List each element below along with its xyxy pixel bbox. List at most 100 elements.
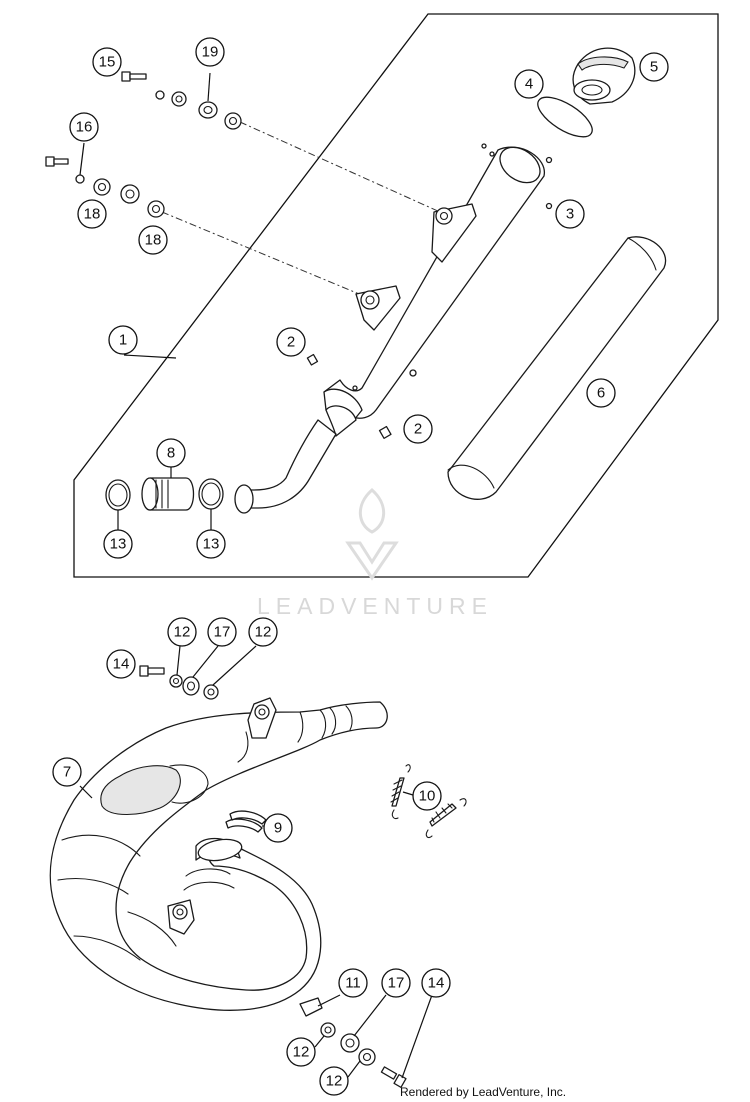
rivet bbox=[409, 369, 417, 377]
callout-2-upper: 2 bbox=[276, 327, 306, 357]
svg-text:17: 17 bbox=[388, 975, 405, 992]
callout-9: 9 bbox=[263, 813, 293, 843]
svg-text:12: 12 bbox=[326, 1073, 343, 1090]
callout-11: 11 bbox=[338, 968, 368, 998]
rubber-grommet-inner bbox=[203, 105, 213, 115]
callout-15: 15 bbox=[92, 47, 122, 77]
svg-text:2: 2 bbox=[414, 421, 422, 438]
washer-inner bbox=[175, 95, 183, 103]
rivet bbox=[352, 385, 358, 391]
small-washer bbox=[155, 90, 165, 100]
callout-8: 8 bbox=[156, 438, 186, 468]
leader-line bbox=[353, 994, 387, 1037]
leader-line bbox=[79, 142, 85, 176]
screw bbox=[306, 353, 319, 366]
connector-sleeve bbox=[141, 477, 195, 511]
callout-4: 4 bbox=[514, 69, 544, 99]
callout-17-b: 17 bbox=[381, 968, 411, 998]
washer bbox=[93, 178, 111, 196]
callout-12-c: 12 bbox=[286, 1037, 316, 1067]
svg-text:14: 14 bbox=[113, 656, 130, 673]
callout-12-a: 12 bbox=[167, 617, 197, 647]
svg-text:11: 11 bbox=[345, 975, 361, 992]
footer-credit: Rendered by LeadVenture, Inc. bbox=[400, 1085, 567, 1099]
callout-18-lower: 18 bbox=[138, 225, 168, 255]
washer-inner bbox=[172, 677, 180, 685]
svg-text:8: 8 bbox=[167, 445, 175, 462]
washer-inner bbox=[97, 182, 107, 192]
leader-line bbox=[401, 994, 433, 1079]
leader-line bbox=[314, 1035, 325, 1048]
exhaust-spring bbox=[425, 798, 467, 839]
rubber-grommet bbox=[198, 101, 218, 119]
leader-line bbox=[176, 645, 181, 676]
svg-text:1: 1 bbox=[119, 332, 127, 349]
washer bbox=[171, 91, 187, 107]
callout-13-left: 13 bbox=[103, 529, 133, 559]
washer bbox=[320, 1022, 336, 1038]
leader-line bbox=[192, 645, 219, 678]
svg-text:12: 12 bbox=[293, 1044, 310, 1061]
rubber-grommet bbox=[340, 1033, 360, 1053]
svg-text:7: 7 bbox=[63, 764, 71, 781]
rivet bbox=[481, 143, 487, 149]
svg-text:15: 15 bbox=[99, 54, 116, 71]
leader-line bbox=[123, 354, 177, 359]
svg-text:14: 14 bbox=[428, 975, 445, 992]
callout-14-b: 14 bbox=[421, 968, 451, 998]
washer bbox=[203, 684, 219, 700]
bolt bbox=[121, 71, 147, 82]
screw bbox=[378, 425, 392, 439]
svg-text:13: 13 bbox=[110, 536, 127, 553]
rivet bbox=[489, 151, 495, 157]
washer bbox=[224, 112, 242, 130]
washer-inner bbox=[207, 688, 215, 696]
svg-text:9: 9 bbox=[274, 820, 282, 837]
rubber-grommet bbox=[182, 676, 200, 696]
svg-text:4: 4 bbox=[525, 76, 533, 93]
leader-line bbox=[212, 645, 257, 686]
svg-text:18: 18 bbox=[84, 206, 101, 223]
callout-10: 10 bbox=[412, 781, 442, 811]
svg-text:18: 18 bbox=[145, 232, 162, 249]
svg-text:5: 5 bbox=[650, 59, 658, 76]
svg-text:17: 17 bbox=[214, 624, 231, 641]
rivet bbox=[545, 156, 553, 164]
clip-nut bbox=[299, 997, 323, 1017]
silencer-sleeve bbox=[447, 236, 667, 500]
callout-6: 6 bbox=[586, 378, 616, 408]
svg-text:13: 13 bbox=[203, 536, 220, 553]
bolt bbox=[380, 1066, 407, 1088]
washer bbox=[147, 200, 165, 218]
callout-18-upper: 18 bbox=[77, 199, 107, 229]
callout-16: 16 bbox=[69, 112, 99, 142]
bolt bbox=[139, 665, 165, 677]
rubber-grommet-inner bbox=[186, 681, 196, 691]
callout-14-a: 14 bbox=[106, 649, 136, 679]
washer-inner bbox=[151, 204, 161, 214]
o-ring bbox=[537, 96, 593, 138]
callout-1: 1 bbox=[108, 325, 138, 355]
bolt bbox=[45, 156, 69, 167]
callout-7: 7 bbox=[52, 757, 82, 787]
callout-13-right: 13 bbox=[196, 529, 226, 559]
svg-text:10: 10 bbox=[419, 788, 436, 805]
callout-2-lower: 2 bbox=[403, 414, 433, 444]
seal-ring-right-inner bbox=[201, 482, 221, 506]
callout-12-d: 12 bbox=[319, 1066, 349, 1096]
svg-text:12: 12 bbox=[174, 624, 191, 641]
rubber-grommet-inner bbox=[345, 1038, 355, 1048]
svg-text:6: 6 bbox=[597, 385, 605, 402]
exhaust-seal bbox=[225, 810, 267, 833]
rivet bbox=[545, 202, 553, 210]
svg-text:3: 3 bbox=[566, 206, 574, 223]
callout-5: 5 bbox=[639, 52, 669, 82]
watermark-logo bbox=[345, 487, 399, 581]
seal-ring-left-inner bbox=[108, 483, 128, 507]
mount-alignment-line-lower bbox=[161, 211, 365, 297]
washer-inner bbox=[324, 1026, 332, 1034]
washer-inner bbox=[228, 116, 238, 126]
inlet-pipe bbox=[234, 419, 337, 514]
callout-3: 3 bbox=[555, 199, 585, 229]
